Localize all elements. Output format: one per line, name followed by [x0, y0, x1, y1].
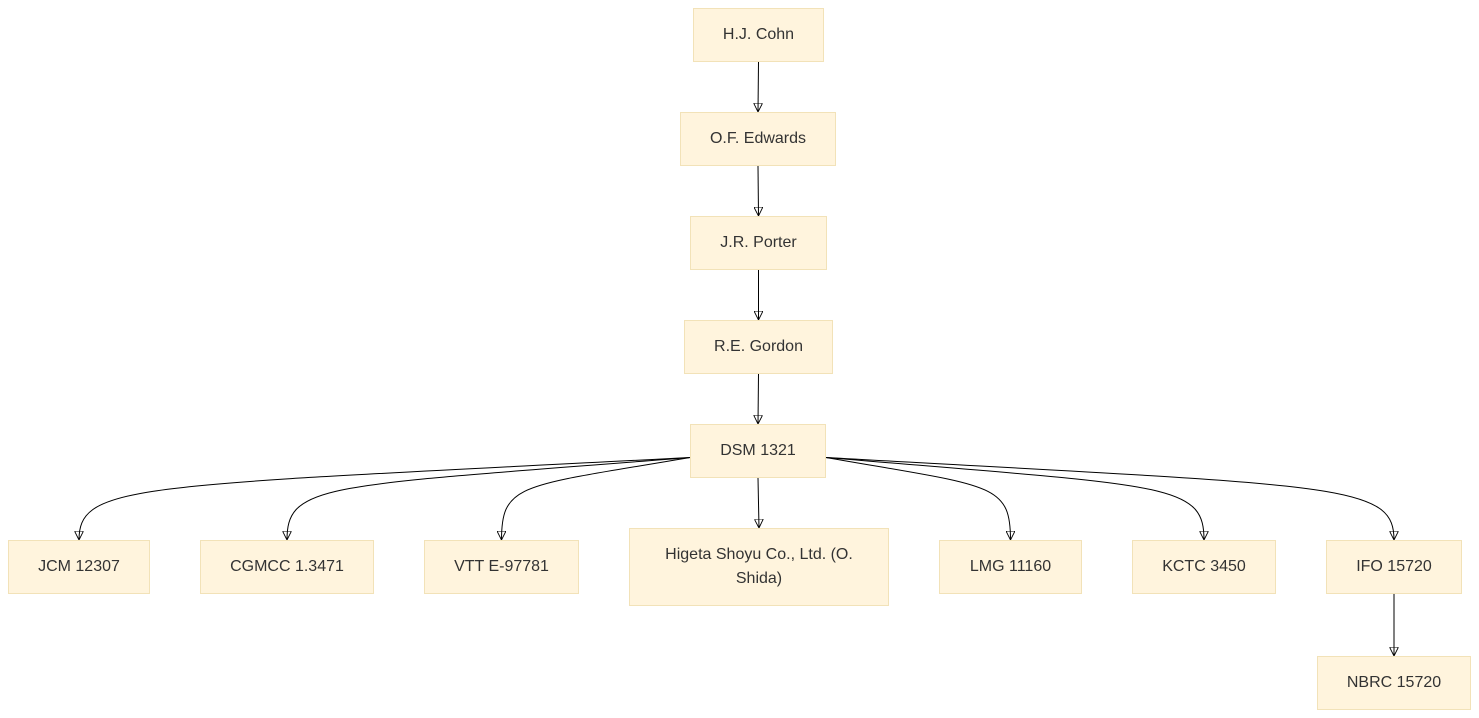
edge-gordon-to-dsm: [758, 373, 759, 424]
edge-dsm-to-jcm: [79, 456, 691, 540]
node-label: H.J. Cohn: [722, 26, 795, 43]
node-ifo-15720: IFO 15720: [1326, 540, 1462, 594]
edge-cohn-to-edwards: [758, 61, 759, 112]
node-label: Higeta Shoyu Co., Ltd. (O. Shida): [665, 546, 853, 587]
node-label: LMG 11160: [969, 558, 1052, 575]
node-label: IFO 15720: [1356, 558, 1432, 575]
node-label: KCTC 3450: [1162, 558, 1246, 575]
node-label: NBRC 15720: [1346, 674, 1442, 691]
edge-edwards-to-porter: [758, 165, 759, 216]
edge-dsm-to-lmg: [825, 456, 1011, 540]
node-label: CGMCC 1.3471: [230, 558, 344, 575]
node-label: JCM 12307: [38, 558, 120, 575]
node-kctc-3450: KCTC 3450: [1132, 540, 1276, 594]
node-label: DSM 1321: [720, 442, 796, 459]
node-label: VTT E-97781: [454, 558, 549, 575]
node-hj-cohn: H.J. Cohn: [693, 8, 824, 62]
node-label: J.R. Porter: [720, 234, 797, 251]
node-higeta-shoyu: Higeta Shoyu Co., Ltd. (O. Shida): [629, 528, 889, 606]
edge-dsm-to-vtt: [502, 456, 691, 540]
node-label: O.F. Edwards: [709, 130, 807, 147]
node-vtt-e-97781: VTT E-97781: [424, 540, 579, 594]
node-re-gordon: R.E. Gordon: [684, 320, 833, 374]
node-dsm-1321: DSM 1321: [690, 424, 826, 478]
edge-dsm-to-cgmcc: [287, 456, 691, 540]
node-nbrc-15720: NBRC 15720: [1317, 656, 1471, 710]
node-lmg-11160: LMG 11160: [939, 540, 1082, 594]
node-jcm-12307: JCM 12307: [8, 540, 150, 594]
node-label: R.E. Gordon: [714, 338, 803, 355]
edge-dsm-to-higeta: [758, 477, 759, 528]
edge-dsm-to-kctc: [825, 456, 1204, 540]
edge-dsm-to-ifo: [825, 456, 1394, 540]
node-cgmcc-1-3471: CGMCC 1.3471: [200, 540, 374, 594]
node-jr-porter: J.R. Porter: [690, 216, 827, 270]
node-of-edwards: O.F. Edwards: [680, 112, 836, 166]
